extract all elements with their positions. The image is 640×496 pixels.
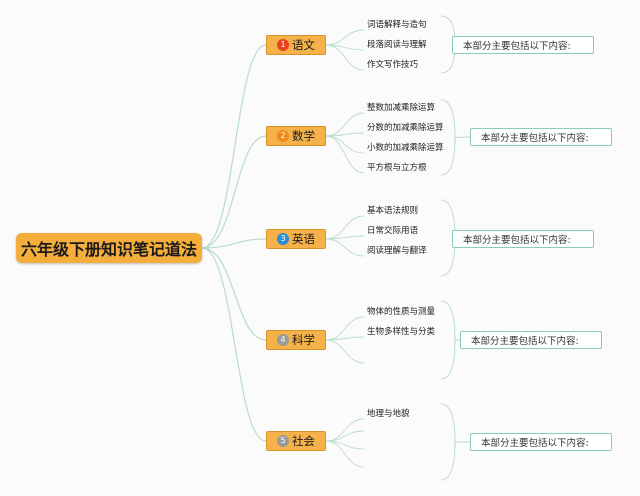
summary-note-box[interactable]: 本部分主要包括以下内容: <box>470 433 612 451</box>
summary-note-box[interactable]: 本部分主要包括以下内容: <box>452 36 594 54</box>
topic-branch-line <box>325 135 365 174</box>
subject-label: 英语 <box>292 232 315 246</box>
summary-bracket <box>440 300 456 380</box>
topic-branch-line <box>325 440 365 468</box>
subject-label: 数学 <box>292 129 315 143</box>
number-badge-icon: 3 <box>277 233 289 245</box>
subject-label: 社会 <box>292 434 315 448</box>
topic-branch-line <box>325 235 365 240</box>
number-badge-icon: 2 <box>277 130 289 142</box>
subject-label: 语文 <box>292 38 315 52</box>
root-title: 六年级下册知识笔记道法 <box>20 240 197 259</box>
topic-label[interactable]: 段落阅读与理解 <box>367 40 427 50</box>
topic-label[interactable]: 作文写作技巧 <box>367 60 419 70</box>
summary-connector <box>454 136 471 138</box>
root-node[interactable]: 六年级下册知识笔记道法 <box>16 233 202 263</box>
topic-branch-line <box>325 29 365 46</box>
subject-label: 科学 <box>292 333 315 347</box>
topic-branch-line <box>325 238 365 257</box>
topic-label[interactable]: 生物多样性与分类 <box>367 327 436 337</box>
topic-label[interactable]: 词语解释与造句 <box>367 20 427 30</box>
topic-label[interactable]: 平方根与立方根 <box>367 163 427 173</box>
summary-note-box[interactable]: 本部分主要包括以下内容: <box>460 331 602 349</box>
topic-branch-line <box>325 215 365 240</box>
topic-branch-line <box>325 430 365 442</box>
summary-bracket <box>440 99 456 176</box>
topic-branch-line <box>325 132 365 137</box>
topic-branch-line <box>325 316 365 341</box>
number-badge-icon: 4 <box>277 334 289 346</box>
root-branch-line <box>201 238 267 249</box>
topic-label[interactable]: 分数的加减乘除运算 <box>367 123 444 133</box>
number-badge-icon: 5 <box>277 435 289 447</box>
summary-note-box[interactable]: 本部分主要包括以下内容: <box>470 128 612 146</box>
topic-branch-line <box>325 418 365 442</box>
topic-label[interactable]: 阅读理解与翻译 <box>367 246 427 256</box>
summary-note-box[interactable]: 本部分主要包括以下内容: <box>452 230 594 248</box>
root-branch-line <box>201 44 267 249</box>
topic-label[interactable]: 小数的加减乘除运算 <box>367 143 444 153</box>
root-branch-line <box>201 247 267 341</box>
topic-label[interactable]: 基本语法规则 <box>367 206 419 216</box>
root-branch-line <box>201 247 267 442</box>
topic-branch-line <box>325 336 365 341</box>
topic-label[interactable]: 地理与地貌 <box>367 409 410 419</box>
topic-branch-line <box>325 44 365 71</box>
topic-branch-line <box>325 135 365 154</box>
topic-branch-line <box>325 339 365 364</box>
topic-label[interactable]: 整数加减乘除运算 <box>367 103 436 113</box>
topic-branch-line <box>325 112 365 137</box>
topic-label[interactable]: 物体的性质与测量 <box>367 307 436 317</box>
root-branch-line <box>201 135 267 249</box>
topic-label[interactable]: 日常交际用语 <box>367 226 419 236</box>
summary-bracket <box>440 403 456 481</box>
number-badge-icon: 1 <box>277 39 289 51</box>
